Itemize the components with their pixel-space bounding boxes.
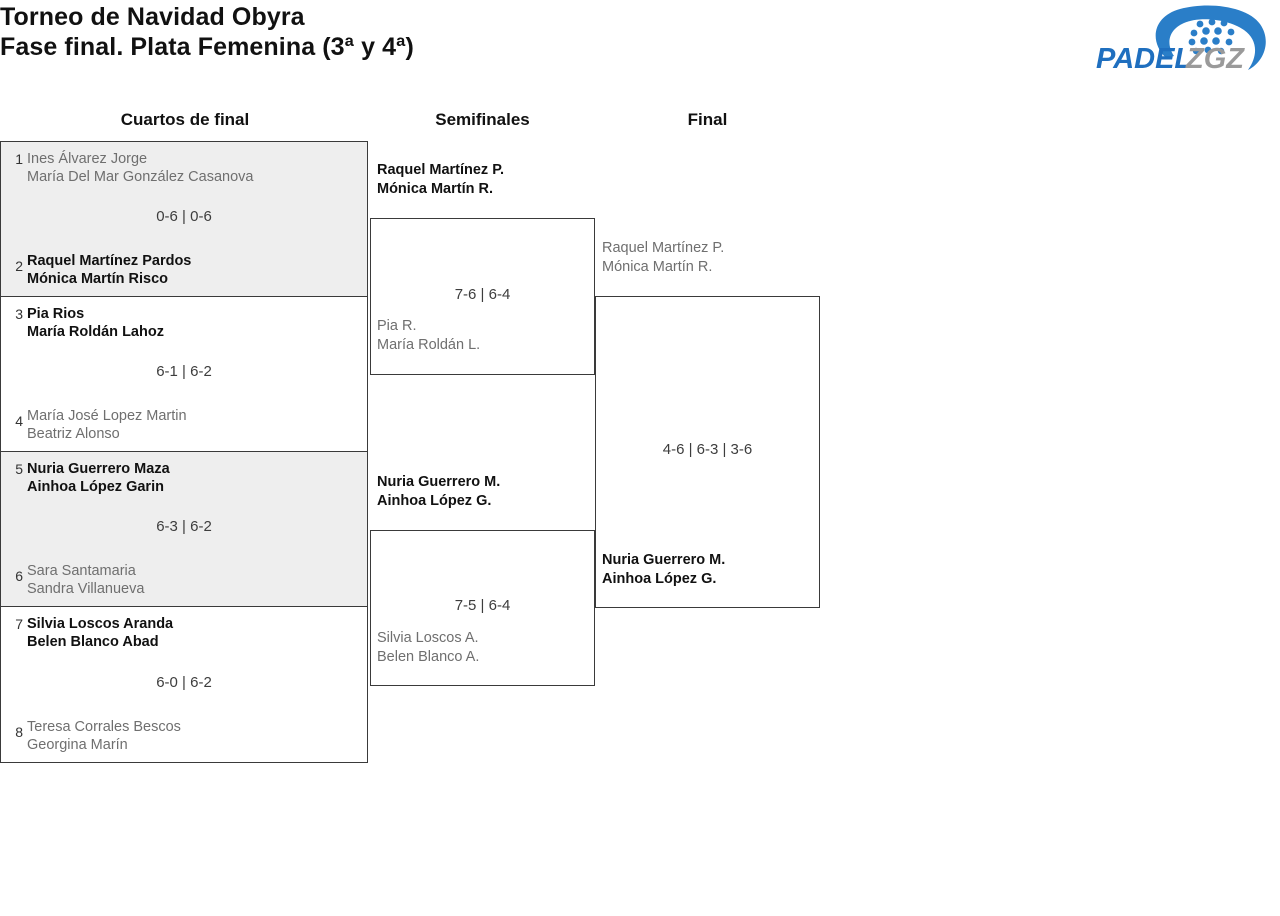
player-2: Mónica Martín Risco xyxy=(27,271,168,287)
logo-text-zgz: ZGZ xyxy=(1185,43,1245,75)
seed-number: 7 xyxy=(15,616,23,632)
match-score: 6-3 | 6-2 xyxy=(156,518,212,535)
player-2: Ainhoa López G. xyxy=(602,570,717,587)
seed-number: 6 xyxy=(15,568,23,584)
match-score: 6-1 | 6-2 xyxy=(156,363,212,380)
match-score: 6-0 | 6-2 xyxy=(156,673,212,691)
final-team-top: Raquel Martínez P. Mónica Martín R. xyxy=(602,239,724,276)
player-1: Pia Rios xyxy=(27,306,85,322)
player-2: Belen Blanco A. xyxy=(377,648,480,665)
player-1: Raquel Martínez P. xyxy=(377,162,505,178)
player-2: Mónica Martín R. xyxy=(602,258,713,275)
seed-number: 5 xyxy=(15,461,23,477)
player-2: Georgina Marín xyxy=(27,737,128,753)
team-bottom: Raquel Martínez Pardos Mónica Martín Ris… xyxy=(27,252,361,288)
team-bottom: María José Lopez Martin Beatriz Alonso xyxy=(27,407,361,443)
page-header: Torneo de Navidad Obyra Fase final. Plat… xyxy=(0,0,1280,96)
match-quarterfinal-3[interactable]: 5 Nuria Guerrero Maza Ainhoa López Garin… xyxy=(0,451,368,607)
player-2: Ainhoa López Garin xyxy=(27,479,164,495)
team-bottom: Sara Santamaria Sandra Villanueva xyxy=(27,562,361,598)
round-header-semifinals: Semifinales xyxy=(435,110,530,129)
seed-number: 3 xyxy=(15,306,23,322)
round-header-final: Final xyxy=(687,110,728,129)
player-2: Ainhoa López G. xyxy=(377,492,492,509)
logo-text-padel: PADEL xyxy=(1096,43,1192,75)
player-2: María Roldán Lahoz xyxy=(27,324,164,340)
player-2: Sandra Villanueva xyxy=(27,581,145,597)
semifinal-1-team-bottom: Pia R. María Roldán L. xyxy=(377,317,480,354)
match-quarterfinal-4[interactable]: 7 Silvia Loscos Aranda Belen Blanco Abad… xyxy=(0,606,368,763)
team-top: Ines Álvarez Jorge María Del Mar Gonzále… xyxy=(27,150,361,186)
match-semifinal-1[interactable]: 7-6 | 6-4 xyxy=(370,218,595,375)
tournament-phase: Fase final. Plata Femenina (3ª y 4ª) xyxy=(0,33,414,61)
semifinal-1-team-top: Raquel Martínez P. Mónica Martín R. xyxy=(377,161,504,198)
match-semifinal-2[interactable]: 7-5 | 6-4 xyxy=(370,530,595,686)
semifinal-2-team-bottom: Silvia Loscos A. Belen Blanco A. xyxy=(377,629,479,666)
match-final[interactable]: 4-6 | 6-3 | 3-6 xyxy=(595,296,820,608)
player-1: Silvia Loscos Aranda xyxy=(27,616,174,632)
player-1: Silvia Loscos A. xyxy=(377,630,479,646)
page-title: Torneo de Navidad Obyra Fase final. Plat… xyxy=(0,2,414,62)
player-1: María José Lopez Martin xyxy=(27,408,187,424)
seed-number: 8 xyxy=(15,724,23,740)
player-1: Raquel Martínez Pardos xyxy=(27,253,192,269)
player-2: Beatriz Alonso xyxy=(27,426,120,442)
match-quarterfinal-1[interactable]: 1 Ines Álvarez Jorge María Del Mar Gonzá… xyxy=(0,141,368,297)
player-2: Belen Blanco Abad xyxy=(27,634,159,650)
player-2: María Roldán L. xyxy=(377,336,481,353)
semifinal-2-team-top: Nuria Guerrero M. Ainhoa López G. xyxy=(377,473,500,510)
round-header-quarterfinals: Cuartos de final xyxy=(120,110,250,129)
player-1: Ines Álvarez Jorge xyxy=(27,151,148,167)
player-1: Teresa Corrales Bescos xyxy=(27,719,181,735)
team-top: Nuria Guerrero Maza Ainhoa López Garin xyxy=(27,460,361,496)
player-2: María Del Mar González Casanova xyxy=(27,169,254,185)
player-1: Nuria Guerrero Maza xyxy=(27,461,170,477)
team-top: Pia Rios María Roldán Lahoz xyxy=(27,305,361,341)
match-quarterfinal-2[interactable]: 3 Pia Rios María Roldán Lahoz 6-1 | 6-2 … xyxy=(0,296,368,452)
match-score: 0-6 | 0-6 xyxy=(156,208,212,225)
match-score: 4-6 | 6-3 | 3-6 xyxy=(662,441,753,458)
seed-number: 2 xyxy=(15,258,23,274)
match-score: 7-5 | 6-4 xyxy=(454,597,511,614)
seed-number: 4 xyxy=(15,413,23,429)
player-1: Pia R. xyxy=(377,318,417,334)
player-2: Mónica Martín R. xyxy=(377,180,494,197)
player-1: Nuria Guerrero M. xyxy=(602,552,726,568)
team-bottom: Teresa Corrales Bescos Georgina Marín xyxy=(27,718,361,754)
player-1: Sara Santamaria xyxy=(27,563,136,579)
match-score: 7-6 | 6-4 xyxy=(454,285,511,303)
player-1: Nuria Guerrero M. xyxy=(377,474,501,490)
tournament-name: Torneo de Navidad Obyra xyxy=(0,3,305,31)
final-team-bottom-champion: Nuria Guerrero M. Ainhoa López G. xyxy=(602,551,725,588)
seed-number: 1 xyxy=(15,151,23,167)
player-1: Raquel Martínez P. xyxy=(602,240,725,256)
team-top: Silvia Loscos Aranda Belen Blanco Abad xyxy=(27,615,361,651)
padelzgz-logo: PADEL ZGZ xyxy=(1088,0,1278,82)
